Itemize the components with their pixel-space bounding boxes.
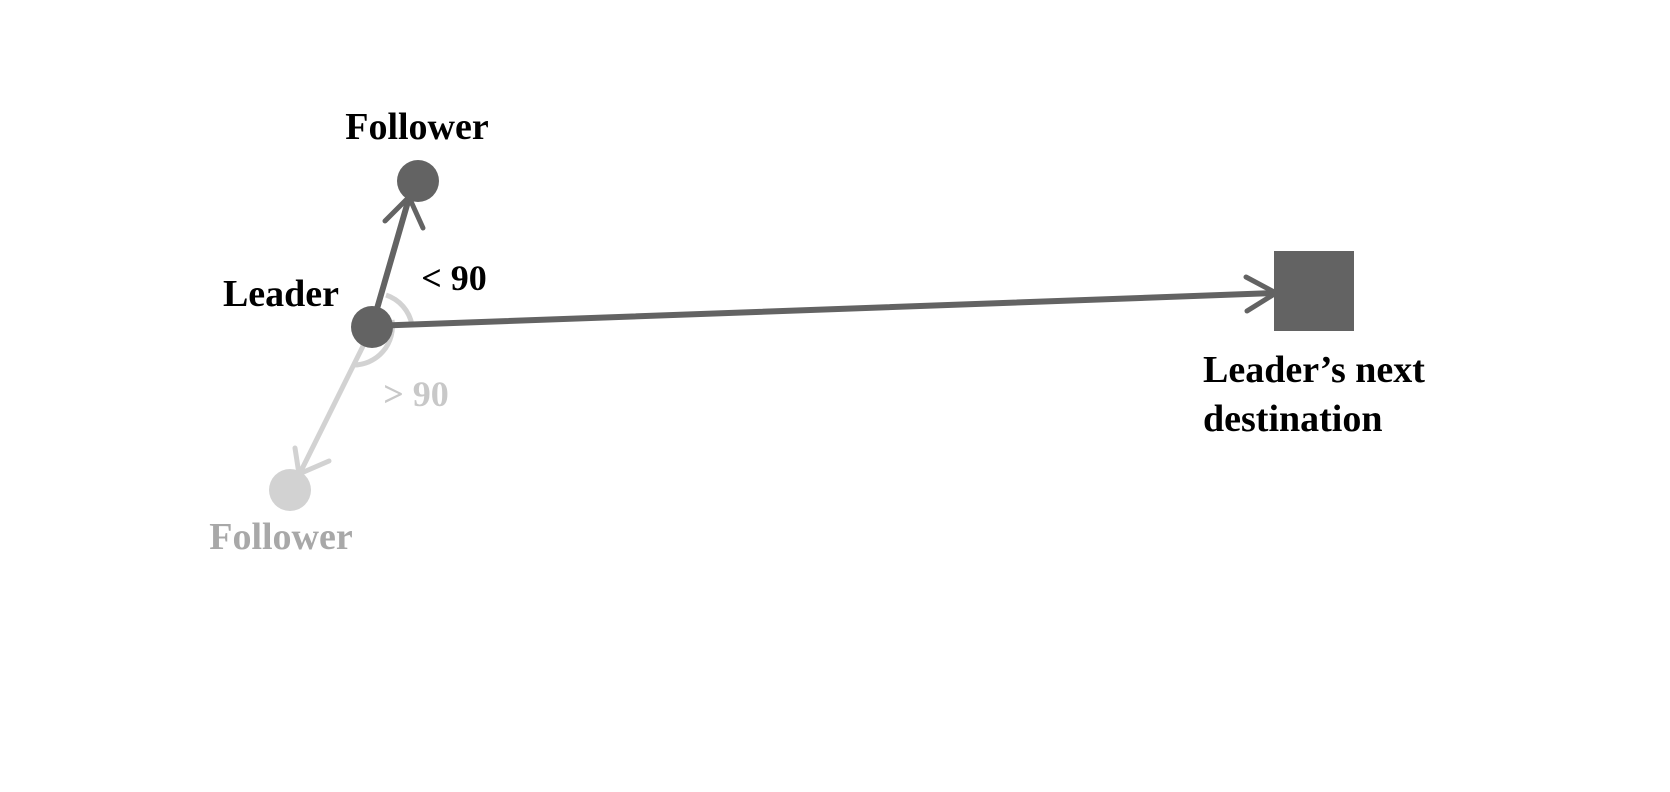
destination-square: [1274, 251, 1354, 331]
follower-bottom-label: Follower: [209, 516, 353, 558]
arrow-to-destination: [369, 290, 1279, 329]
acute-angle-label: < 90: [421, 258, 487, 298]
arrow-to-follower-bottom: [297, 325, 375, 476]
follower-bottom-node: [269, 469, 311, 511]
leader-node: [351, 306, 393, 348]
acute-angle-arc: [385, 292, 415, 326]
follower-top-label: Follower: [345, 106, 489, 148]
obtuse-angle-label: > 90: [383, 374, 449, 414]
follower-top-node: [397, 160, 439, 202]
destination-label-line1: Leader’s next: [1203, 349, 1425, 391]
arrow-to-follower-top: [369, 195, 412, 329]
destination-label-line2: destination: [1203, 398, 1382, 440]
leader-label: Leader: [223, 273, 339, 315]
